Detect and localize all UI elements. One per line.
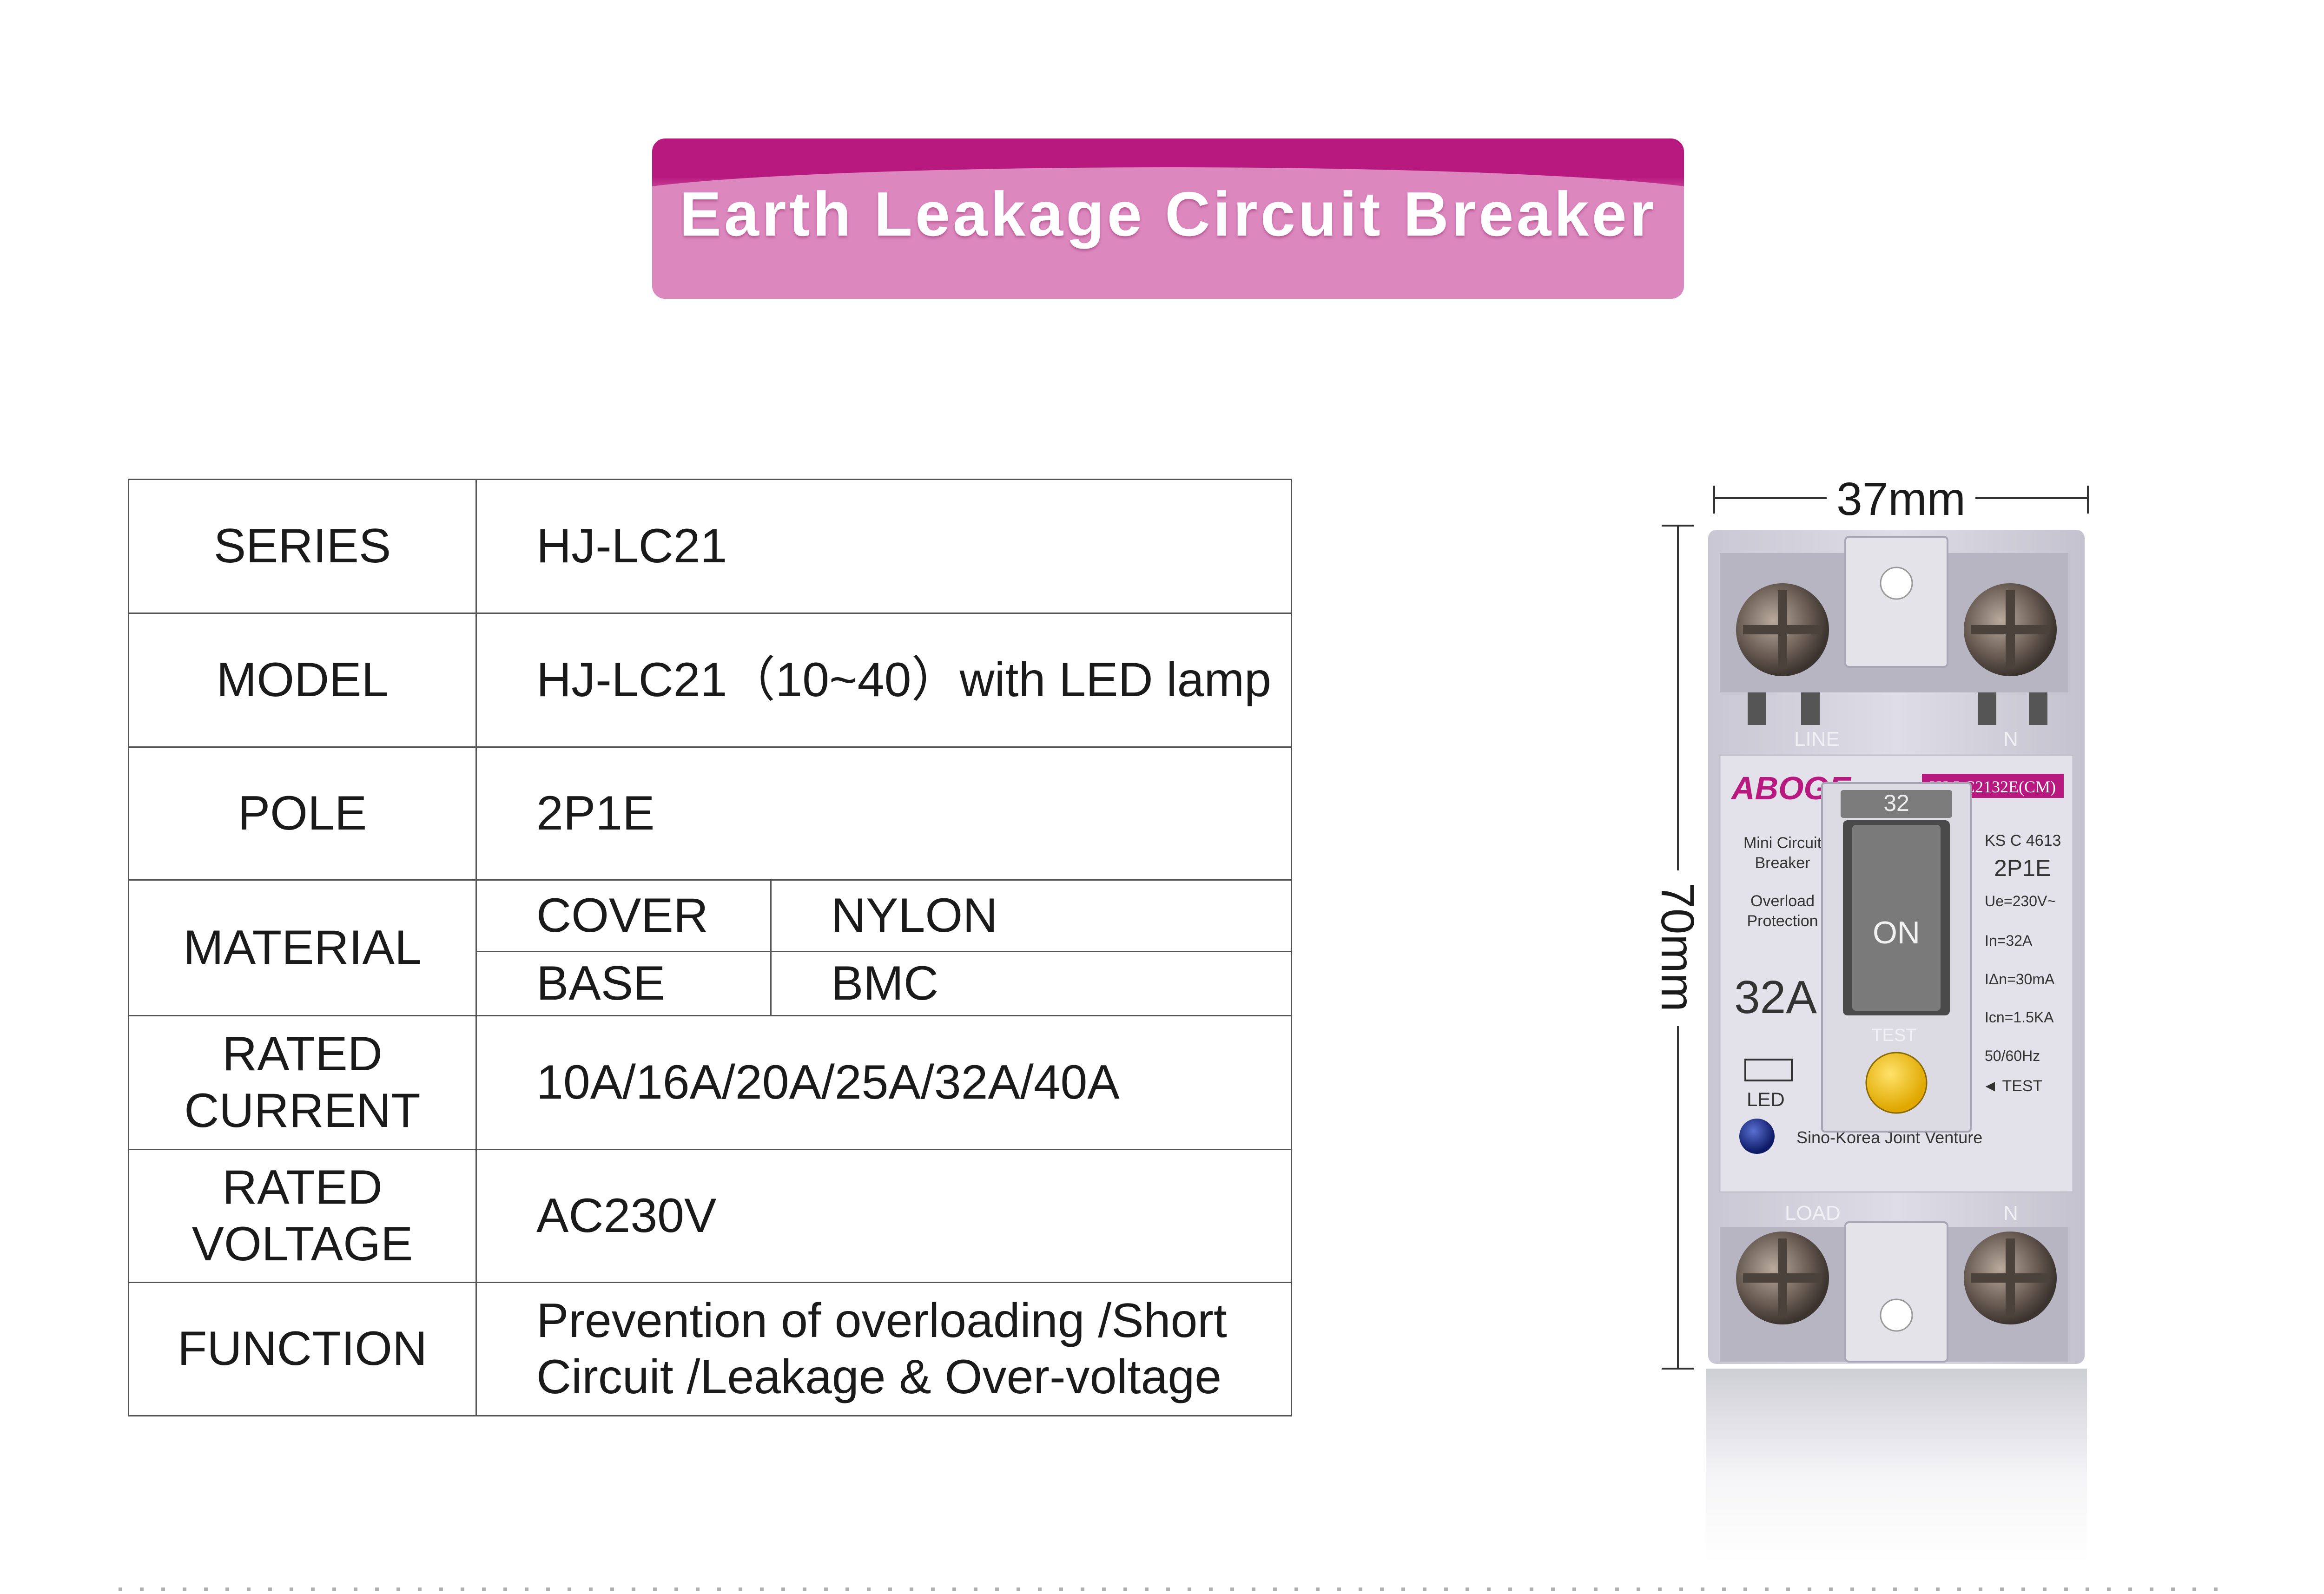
table-row: RATED CURRENT 10A/16A/20A/25A/32A/40A: [128, 1015, 1292, 1150]
lever-rating: 32: [1883, 790, 1909, 816]
rating-label: 32A: [1734, 971, 1817, 1023]
face-text-ue: Ue=230V~: [1985, 893, 2056, 909]
neutral-label-top: N: [2003, 728, 2018, 751]
face-text-idn: IΔn=30mA: [1985, 971, 2055, 988]
neutral-label-bottom: N: [2003, 1202, 2018, 1225]
face-text-pole: 2P1E: [1994, 855, 2051, 881]
spec-value-rated-voltage: AC230V: [475, 1149, 1292, 1283]
spec-material-value-cover: NYLON: [770, 879, 1292, 952]
product-reflection: [1706, 1369, 2087, 1564]
spec-label-model: MODEL: [128, 613, 477, 748]
spec-value-function-line1: Prevention of overloading /Short: [536, 1294, 1227, 1348]
led-indicator: [1739, 1119, 1775, 1154]
spec-value-function-line2: Circuit /Leakage & Over-voltage: [536, 1350, 1222, 1404]
spec-label-material: MATERIAL: [128, 879, 477, 1016]
table-row: SERIES HJ-LC21: [128, 479, 1292, 614]
table-row: POLE 2P1E: [128, 746, 1292, 881]
page-title: Earth Leakage Circuit Breaker: [679, 179, 1657, 249]
face-text-breaker: Breaker: [1755, 854, 1810, 872]
spec-label-rated-current-line1: RATED: [222, 1027, 383, 1081]
spec-label-rated-voltage-line2: VOLTAGE: [191, 1217, 413, 1271]
table-row: MATERIAL COVER NYLON: [128, 879, 1292, 1016]
dotted-divider: [119, 1587, 2219, 1591]
face-text-icn: Icn=1.5KA: [1985, 1009, 2054, 1026]
spec-value-function: Prevention of overloading /Short Circuit…: [475, 1282, 1292, 1416]
face-text-overload: Overload: [1750, 892, 1815, 910]
lever-on-label: ON: [1873, 915, 1920, 950]
face-text-in: In=32A: [1985, 932, 2033, 949]
face-text-protection: Protection: [1747, 912, 1818, 930]
load-label: LOAD: [1785, 1202, 1841, 1225]
face-text-freq: 50/60Hz: [1985, 1047, 2040, 1064]
spec-material-part-cover: COVER: [475, 879, 772, 952]
spec-value-rated-current: 10A/16A/20A/25A/32A/40A: [475, 1015, 1292, 1150]
title-banner: Earth Leakage Circuit Breaker: [652, 138, 1684, 299]
height-dimension: 70mm: [1655, 525, 1701, 1370]
table-row: RATED VOLTAGE AC230V: [128, 1149, 1292, 1283]
table-row: MODEL HJ-LC21（10~40）with LED lamp: [128, 613, 1292, 748]
spec-value-series: HJ-LC21: [475, 479, 1292, 614]
width-dimension: 37mm: [1713, 479, 2089, 516]
test-label: TEST: [1871, 1026, 1916, 1045]
spec-material-part-base: BASE: [475, 951, 772, 1016]
spec-material-value-base: BMC: [770, 951, 1292, 1016]
face-text-ks: KS C 4613: [1985, 832, 2061, 850]
spec-label-series: SERIES: [128, 479, 477, 614]
line-label: LINE: [1794, 728, 1840, 751]
face-text-test-arrow: ◄ TEST: [1982, 1077, 2042, 1095]
spec-label-rated-current: RATED CURRENT: [128, 1015, 477, 1150]
spec-label-rated-voltage-line1: RATED: [222, 1160, 383, 1214]
test-button[interactable]: [1865, 1052, 1928, 1114]
spec-table: SERIES HJ-LC21 MODEL HJ-LC21（10~40）with …: [128, 479, 1292, 1416]
spec-label-pole: POLE: [128, 746, 477, 881]
spec-label-rated-current-line2: CURRENT: [184, 1083, 421, 1138]
width-label: 37mm: [1836, 479, 1966, 516]
height-label: 70mm: [1655, 883, 1701, 1012]
spec-label-function: FUNCTION: [128, 1282, 477, 1416]
spec-value-model: HJ-LC21（10~40）with LED lamp: [475, 613, 1292, 748]
table-row: FUNCTION Prevention of overloading /Shor…: [128, 1282, 1292, 1416]
face-text-mini-circuit: Mini Circuit: [1743, 834, 1822, 852]
spec-value-pole: 2P1E: [475, 746, 1292, 881]
spec-label-rated-voltage: RATED VOLTAGE: [128, 1149, 477, 1283]
breaker-product-image: LINE N ABOGE HJ-LC2132E(CM) Mini Circuit…: [1708, 530, 2085, 1364]
table-row: BASE BMC: [129, 951, 1292, 1016]
led-label: LED: [1747, 1088, 1785, 1110]
